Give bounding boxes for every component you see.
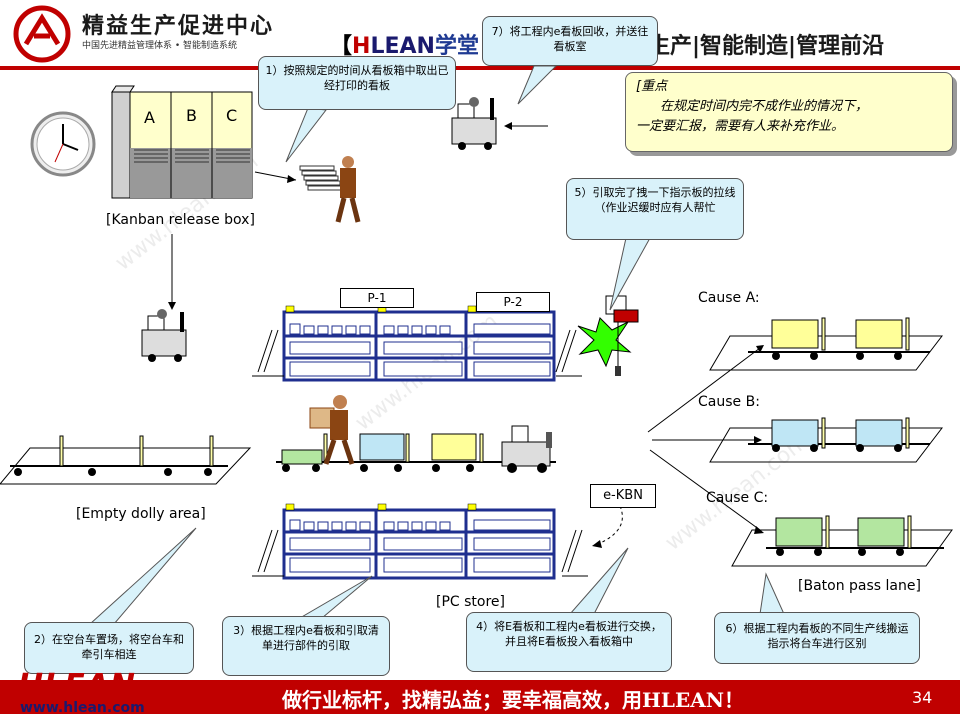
tugger-icon [451,97,497,150]
andon-icon [577,295,639,376]
pc-store-rack-top [282,310,556,382]
box-label-a: A [144,108,155,127]
cause-a-label: Cause A: [698,290,760,306]
worker-icon [309,395,355,465]
clock-icon [30,111,96,177]
cause-c-label: Cause C: [706,490,769,506]
arrow [597,505,623,545]
p1-label: P-1 [340,288,414,308]
worker-icon [335,156,361,223]
pc-store-rack-bottom [282,508,556,580]
empty-dolly-area [0,435,252,485]
p2-label: P-2 [476,292,550,312]
company-logo-icon [13,5,71,63]
important-note: [重点 在规定时间内完不成作业的情况下， 一定要汇报，需要有人来补充作业。 [625,72,953,152]
rack-stand [252,529,588,577]
callout-step-2: 2）在空台车置场，将空台车和牵引车相连 [24,622,194,674]
tugger-train [276,425,556,473]
callout-step-1: 1）按照规定的时间从看板箱中取出已经打印的看板 [258,56,456,110]
kanban-release-box [111,85,253,199]
footer-bar [0,680,960,714]
note-heading: [重点 [636,79,668,94]
header-title-right: 生产|智能制造|管理前沿 [648,34,885,59]
note-line-2: 一定要汇报，需要有人来补充作业。 [636,119,845,134]
kanban-box-label: [Kanban release box] [106,212,255,228]
callout-step-7: 7）将工程内e看板回收，并送往看板室 [482,16,658,66]
tugger-icon [141,309,187,362]
footer-url[interactable]: www.hlean.com [20,700,145,716]
page-number: 34 [912,688,933,707]
baton-lane-label: [Baton pass lane] [798,578,921,594]
box-label-c: C [226,106,238,125]
arrow [647,347,761,433]
pc-store-label: [PC store] [436,594,506,610]
callout-step-3: 3）根据工程内e看板和引取清单进行部件的引取 [222,616,390,676]
cause-b-label: Cause B: [698,394,760,410]
footer-slogan: 做行业标杆，找精弘益；要幸福高效，用HLEAN！ [282,688,745,712]
empty-dolly-label: [Empty dolly area] [76,506,206,522]
header-divider [0,66,960,70]
logo-title: 精益生产促进中心 [82,13,275,39]
callout-tails [88,65,785,625]
arrow [649,449,761,531]
cause-b-lane [709,417,944,463]
callout-step-4: 4）将E看板和工程内e看板进行交换，并且将E看板投入看板箱中 [466,612,672,672]
ekbn-label: e-KBN [590,484,656,508]
box-label-b: B [186,106,197,125]
rack-stand [252,329,582,377]
cause-c-lane [731,515,953,567]
callout-step-5: 5）引取完了拽一下指示板的拉线（作业迟缓时应有人帮忙 [566,178,744,240]
logo-subtitle: 中国先进精益管理体系 • 智能制造系统 [82,41,238,51]
cause-a-lane [709,317,944,371]
callout-step-6: 6）根据工程内看板的不同生产线搬运指示将台车进行区别 [714,612,920,664]
kanban-cards-icon [299,165,343,191]
header-title: 【HLEAN学堂 [330,34,479,59]
footer-logo: HLEAN [18,668,137,703]
note-line-1: 在规定时间内完不成作业的情况下， [660,99,869,114]
